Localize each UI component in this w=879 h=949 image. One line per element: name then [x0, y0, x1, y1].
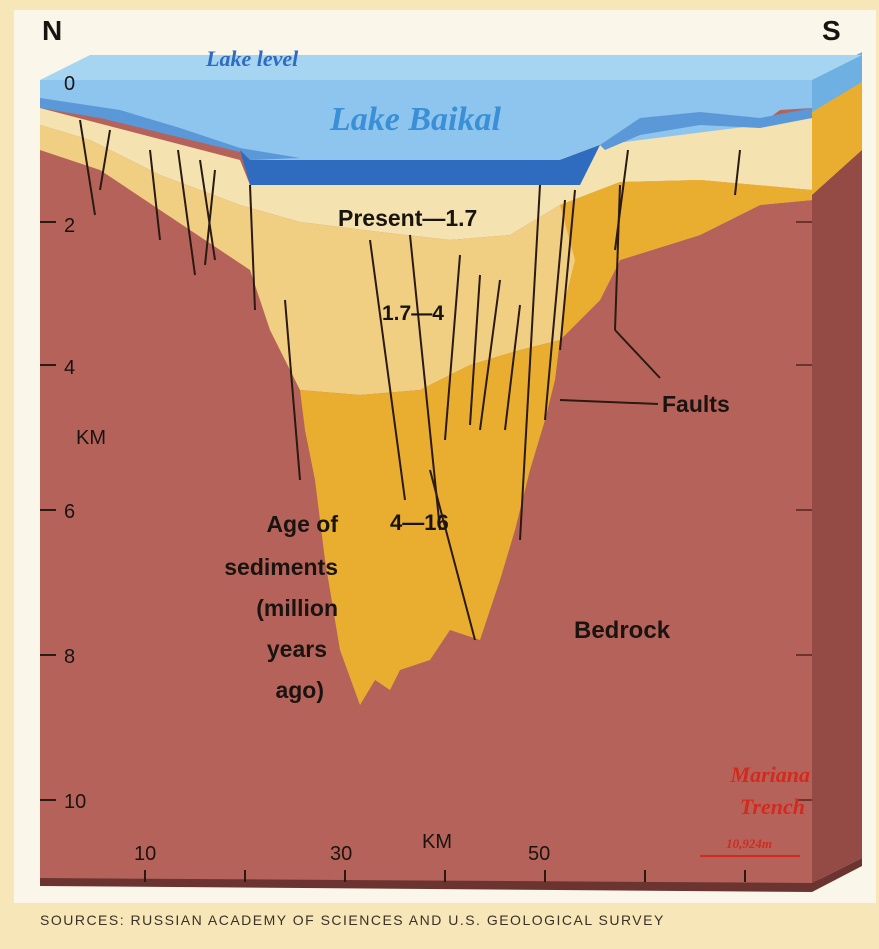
- age-label: Age of sediments (million years ago): [224, 511, 338, 703]
- faults-label: Faults: [662, 391, 730, 417]
- distance-tick-marks: [144, 870, 746, 882]
- distance-axis: 10 30 KM 50: [134, 831, 550, 865]
- bedrock-label: Bedrock: [574, 617, 671, 644]
- lake-shelf-left: [40, 98, 300, 160]
- distance-tick-30: 30: [330, 843, 352, 865]
- depth-tick-10: 10: [64, 791, 86, 813]
- sediment-present-layer: [40, 108, 812, 240]
- source-caption: SOURCES: RUSSIAN ACADEMY OF SCIENCES AND…: [40, 912, 665, 928]
- right-ticks: [796, 221, 812, 801]
- fault-lines: [79, 119, 741, 641]
- depth-tick-6: 6: [64, 501, 75, 523]
- mariana-depth: 10,924m: [726, 836, 772, 851]
- distance-tick-50: 50: [528, 843, 550, 865]
- side-lake: [812, 52, 862, 112]
- faults-leaders: [559, 329, 661, 405]
- present-layer-label: Present—1.7: [338, 205, 477, 231]
- lake-floor: [240, 145, 600, 185]
- mariana-line-1: Mariana: [730, 762, 810, 787]
- depth-axis-unit: KM: [76, 427, 106, 449]
- distance-axis-unit: KM: [422, 831, 452, 853]
- depth-tick-marks: [40, 221, 56, 801]
- age-label-line-5: ago): [275, 677, 324, 703]
- age-label-line-2: sediments: [224, 554, 338, 580]
- mariana-trench-note: Mariana Trench 10,924m: [726, 762, 810, 851]
- mariana-line-2: Trench: [740, 794, 805, 819]
- deep-layer-label: 4—16: [390, 510, 449, 535]
- lake-level-label: Lake level: [205, 46, 299, 71]
- depth-tick-2: 2: [64, 215, 75, 237]
- block-bottom: [40, 858, 862, 892]
- lake-shelf-right: [600, 108, 812, 150]
- depth-tick-0: 0: [64, 73, 75, 95]
- lake-surface: [40, 55, 862, 80]
- depth-tick-8: 8: [64, 646, 75, 668]
- age-label-line-1: Age of: [266, 511, 338, 537]
- age-label-line-3: (million: [256, 595, 338, 621]
- middle-layer-label: 1.7—4: [382, 302, 444, 325]
- lake-name: Lake Baikal: [329, 101, 501, 138]
- south-label: S: [822, 15, 841, 46]
- depth-tick-4: 4: [64, 357, 75, 379]
- sediment-right-wedge: [560, 180, 812, 340]
- north-label: N: [42, 15, 62, 46]
- depth-axis: 0 2 4 6 8 10 KM: [64, 73, 106, 813]
- block-side-face: [812, 60, 862, 883]
- distance-tick-10: 10: [134, 843, 156, 865]
- age-label-line-4: years: [267, 636, 327, 662]
- sediment-4-16-layer: [300, 340, 560, 705]
